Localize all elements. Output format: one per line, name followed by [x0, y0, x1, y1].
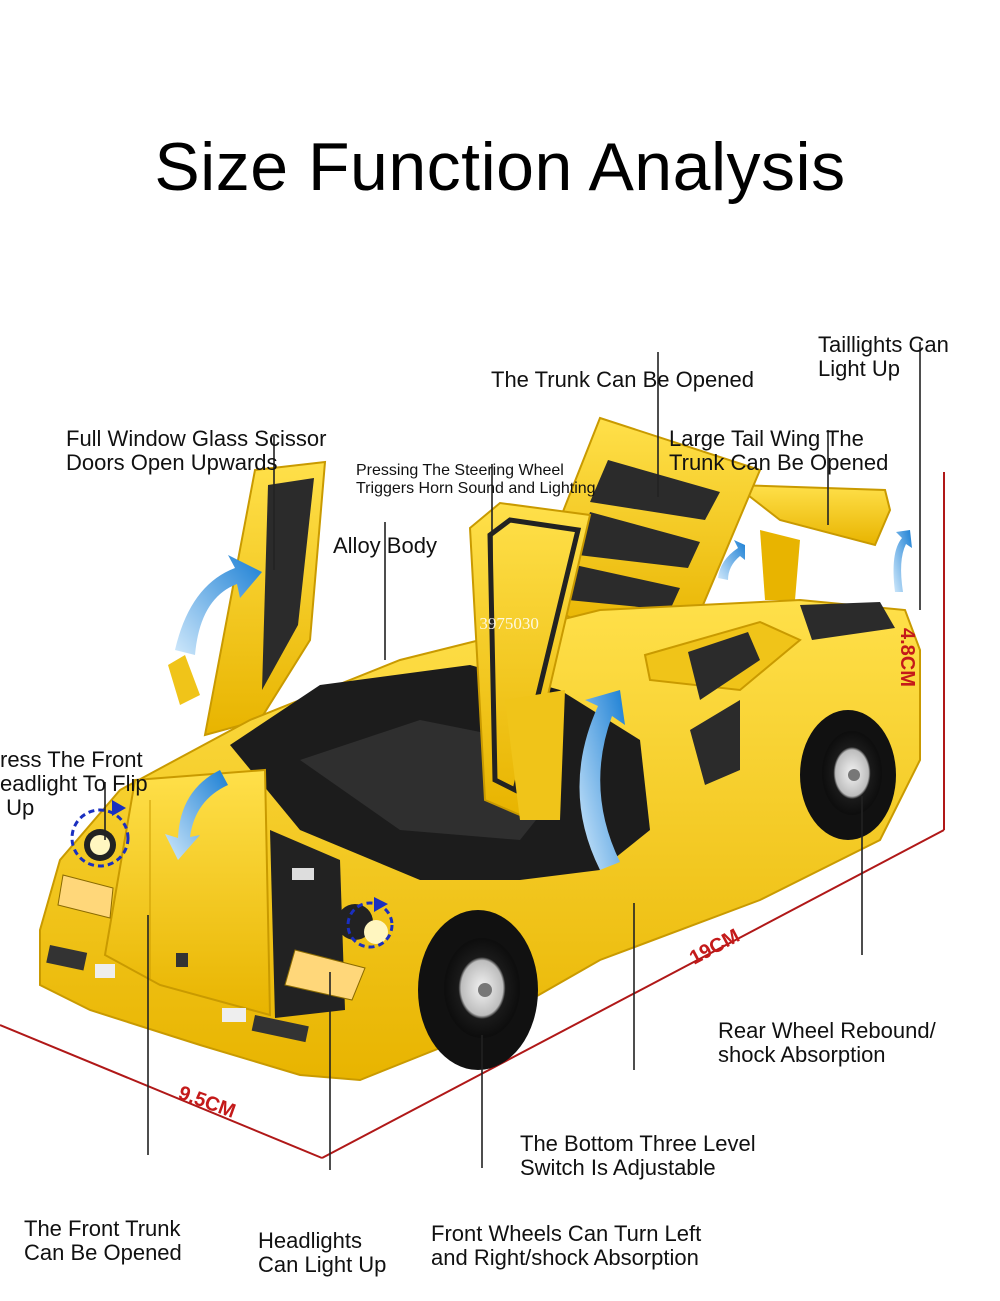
front-wheel	[418, 910, 538, 1070]
label-rear-wheel: Rear Wheel Rebound/shock Absorption	[718, 1018, 936, 1067]
motion-arrows	[165, 530, 912, 870]
headlight-flip-indicators	[70, 808, 394, 949]
label-alloy-body: Alloy Body	[333, 533, 437, 558]
dimension-height: 4.8CM	[896, 628, 918, 687]
rear-wing	[731, 483, 892, 600]
page-title: Size Function Analysis	[154, 129, 846, 205]
car-illustration	[0, 342, 945, 1170]
right-scissor-door	[468, 501, 592, 820]
left-scissor-door	[168, 460, 327, 737]
dimension-lines	[0, 472, 945, 1159]
label-trunk: The Trunk Can Be Opened	[491, 367, 754, 392]
rear-wheel	[800, 710, 896, 840]
leader-lines	[104, 342, 921, 1170]
store-watermark: Store No. 3975030	[410, 614, 539, 633]
